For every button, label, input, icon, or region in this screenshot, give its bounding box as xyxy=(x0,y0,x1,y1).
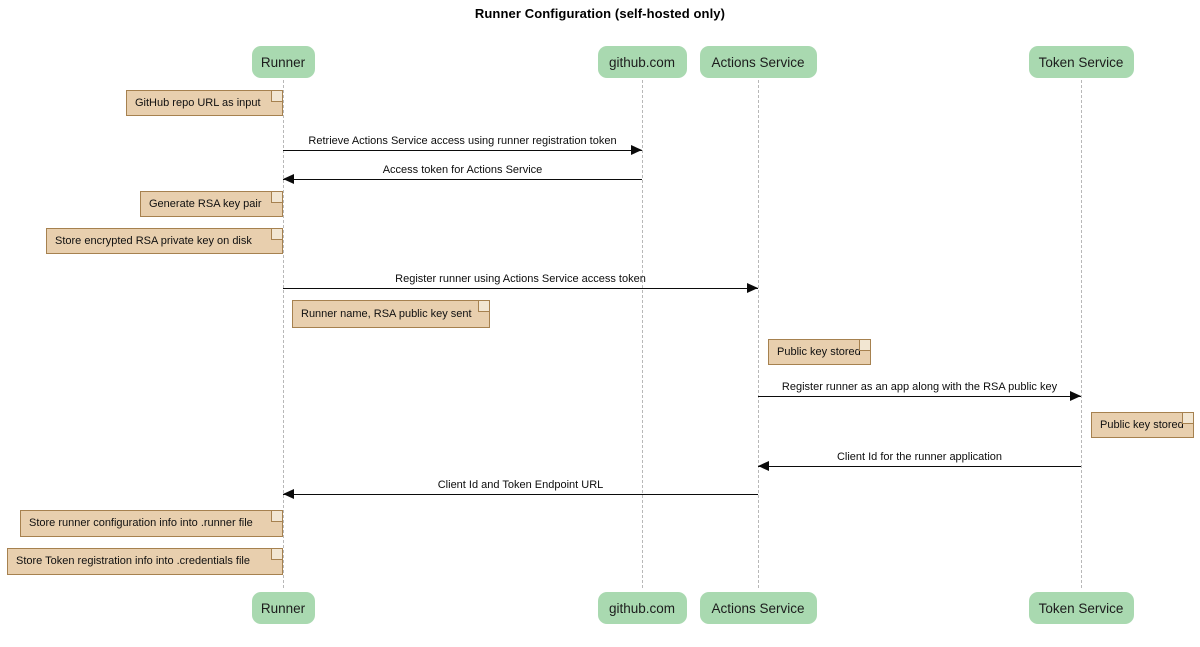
message-label-m6: Client Id and Token Endpoint URL xyxy=(437,479,604,491)
arrowhead-m3 xyxy=(747,283,758,293)
footer-participant-github[interactable]: github.com xyxy=(597,592,687,624)
header-participant-github[interactable]: github.com xyxy=(597,46,687,78)
note-text: Runner name, RSA public key sent xyxy=(301,307,472,320)
footer-participant-runner[interactable]: Runner xyxy=(251,592,315,624)
note-text: Store encrypted RSA private key on disk xyxy=(55,234,252,247)
note-fold-corner xyxy=(271,511,282,522)
note-n8: Store Token registration info into .cred… xyxy=(7,548,283,575)
message-line-m4 xyxy=(758,396,1081,397)
participant-label: github.com xyxy=(608,600,676,616)
lifeline-token xyxy=(1081,80,1082,588)
message-line-m1 xyxy=(283,150,642,151)
lifeline-runner xyxy=(283,80,284,588)
header-participant-token[interactable]: Token Service xyxy=(1028,46,1134,78)
message-line-m6 xyxy=(283,494,758,495)
header-participant-runner[interactable]: Runner xyxy=(251,46,315,78)
note-fold-corner xyxy=(271,229,282,240)
participant-label: Actions Service xyxy=(711,54,805,70)
participant-label: Runner xyxy=(260,600,306,616)
footer-participant-token[interactable]: Token Service xyxy=(1028,592,1134,624)
note-n3: Store encrypted RSA private key on disk xyxy=(46,228,283,254)
message-label-m5: Client Id for the runner application xyxy=(836,451,1003,463)
note-text: Store Token registration info into .cred… xyxy=(16,555,250,568)
lifeline-actions xyxy=(758,80,759,588)
note-text: Public key stored xyxy=(777,345,861,358)
arrowhead-m4 xyxy=(1070,391,1081,401)
participant-label: Token Service xyxy=(1038,54,1124,70)
participant-label: Token Service xyxy=(1038,600,1124,616)
note-text: Store runner configuration info into .ru… xyxy=(29,517,253,530)
note-n5: Public key stored xyxy=(768,339,871,365)
note-fold-corner xyxy=(859,340,870,351)
message-label-m2: Access token for Actions Service xyxy=(382,164,543,176)
note-n1: GitHub repo URL as input xyxy=(126,90,283,116)
note-fold-corner xyxy=(271,91,282,102)
arrowhead-m5 xyxy=(758,461,769,471)
note-fold-corner xyxy=(271,192,282,203)
note-fold-corner xyxy=(271,549,282,560)
message-label-m1: Retrieve Actions Service access using ru… xyxy=(308,135,617,147)
note-fold-corner xyxy=(478,301,489,312)
participant-label: Runner xyxy=(260,54,306,70)
message-label-m4: Register runner as an app along with the… xyxy=(781,381,1058,393)
arrowhead-m6 xyxy=(283,489,294,499)
note-n7: Store runner configuration info into .ru… xyxy=(20,510,283,537)
participant-label: github.com xyxy=(608,54,676,70)
page-title: Runner Configuration (self-hosted only) xyxy=(474,6,726,21)
message-line-m5 xyxy=(758,466,1081,467)
message-line-m3 xyxy=(283,288,758,289)
arrowhead-m2 xyxy=(283,174,294,184)
note-text: Public key stored xyxy=(1100,418,1184,431)
header-participant-actions[interactable]: Actions Service xyxy=(699,46,817,78)
participant-label: Actions Service xyxy=(711,600,805,616)
note-n6: Public key stored xyxy=(1091,412,1194,438)
note-n4: Runner name, RSA public key sent xyxy=(292,300,490,328)
note-text: GitHub repo URL as input xyxy=(135,96,261,109)
note-n2: Generate RSA key pair xyxy=(140,191,283,217)
message-label-m3: Register runner using Actions Service ac… xyxy=(395,273,646,285)
arrowhead-m1 xyxy=(631,145,642,155)
footer-participant-actions[interactable]: Actions Service xyxy=(699,592,817,624)
message-line-m2 xyxy=(283,179,642,180)
note-text: Generate RSA key pair xyxy=(149,197,262,210)
note-fold-corner xyxy=(1182,413,1193,424)
lifeline-github xyxy=(642,80,643,588)
